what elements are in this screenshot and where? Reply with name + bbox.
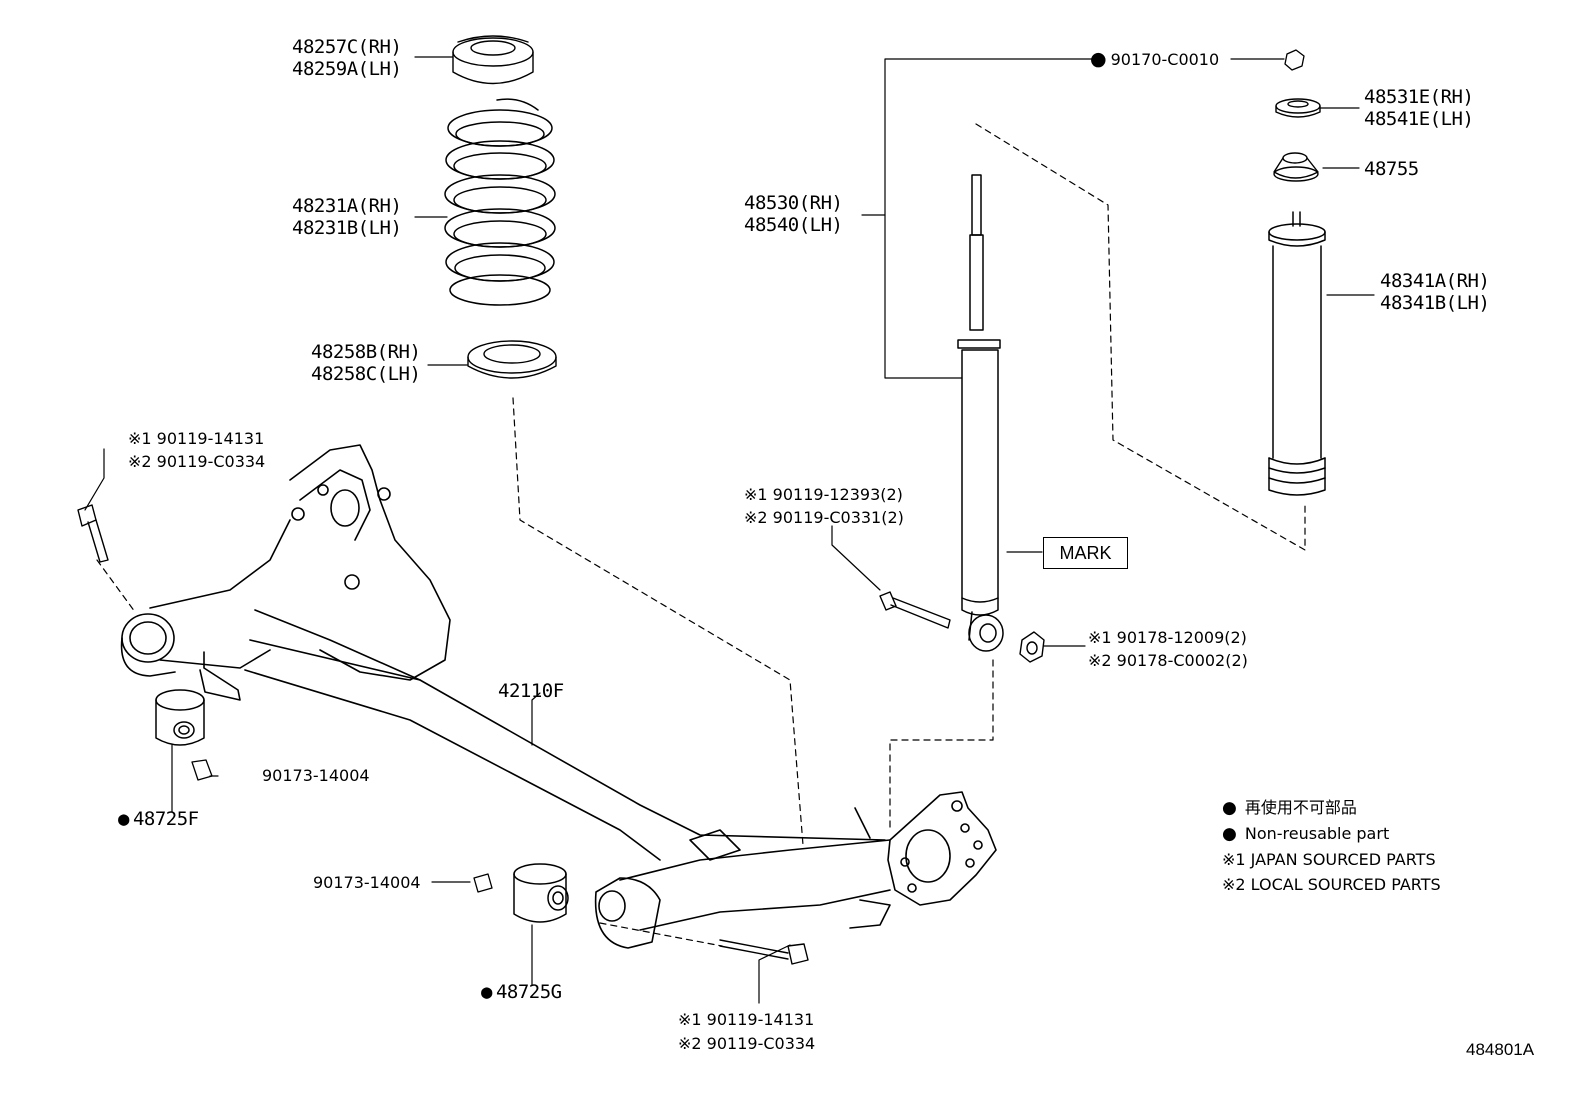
absorber-nut bbox=[1019, 631, 1045, 663]
label-line: 48341A(RH) bbox=[1380, 270, 1490, 292]
label-line: 48231A(RH) bbox=[292, 195, 402, 217]
label-lower-spring-seat: 48258B(RH) 48258C(LH) bbox=[311, 341, 421, 385]
label-beam-bolt-bottom: ※1 90119-14131 ※2 90119-C0334 bbox=[678, 1008, 815, 1056]
bush-48725g bbox=[513, 863, 569, 923]
coil-spring bbox=[444, 98, 556, 306]
figure-id: 484801A bbox=[1466, 1040, 1535, 1059]
legend-non-reusable-en: Non-reusable part bbox=[1222, 821, 1441, 847]
label-coil-spring: 48231A(RH) 48231B(LH) bbox=[292, 195, 402, 239]
label-line: ※2 90178-C0002(2) bbox=[1088, 651, 1248, 670]
label-text: 48725F bbox=[132, 808, 199, 830]
label-bumper-48341: 48341A(RH) 48341B(LH) bbox=[1380, 270, 1490, 314]
bush-48725f bbox=[155, 689, 205, 746]
legend: 再使用不可部品 Non-reusable part ※1 JAPAN SOURC… bbox=[1222, 795, 1441, 897]
beam-bolt-left bbox=[77, 504, 109, 563]
leader-lines bbox=[84, 56, 1375, 1004]
label-absorber: 48530(RH) 48540(LH) bbox=[744, 192, 843, 236]
label-line: ※2 90119-C0334 bbox=[678, 1034, 816, 1053]
legend-local-sourced: ※2 LOCAL SOURCED PARTS bbox=[1222, 875, 1441, 894]
label-line: 48231B(LH) bbox=[292, 217, 402, 239]
label-beam-bolt-left: ※1 90119-14131 ※2 90119-C0334 bbox=[128, 427, 265, 473]
label-nut-90173-lower: 90173-14004 bbox=[313, 873, 421, 892]
label-line: 48540(LH) bbox=[744, 214, 843, 236]
label-line: ※1 90178-12009(2) bbox=[1088, 628, 1247, 647]
legend-text: Non-reusable part bbox=[1244, 824, 1390, 843]
label-nut-90173-upper: 90173-14004 bbox=[262, 766, 370, 785]
nut-90170 bbox=[1284, 49, 1305, 71]
label-line: 48341B(LH) bbox=[1380, 292, 1490, 314]
cushion-48755 bbox=[1273, 152, 1319, 182]
bumper-48341 bbox=[1268, 211, 1326, 496]
label-bush-48725g: 48725G bbox=[481, 981, 562, 1003]
label-absorber-bolt: ※1 90119-12393(2) ※2 90119-C0331(2) bbox=[744, 483, 904, 529]
label-retainer-48531: 48531E(RH) 48541E(LH) bbox=[1364, 86, 1474, 130]
label-line: 48531E(RH) bbox=[1364, 86, 1474, 108]
legend-non-reusable-jp: 再使用不可部品 bbox=[1222, 795, 1441, 821]
label-cushion-48755: 48755 bbox=[1364, 158, 1419, 180]
label-line: 48257C(RH) bbox=[292, 36, 402, 58]
lower-spring-seat bbox=[467, 340, 557, 379]
nut-90173-lower bbox=[473, 873, 493, 893]
label-nut-90170: 90170-C0010 bbox=[1090, 48, 1220, 71]
absorber-bolt bbox=[879, 591, 951, 629]
label-upper-spring-seat: 48257C(RH) 48259A(LH) bbox=[292, 36, 402, 80]
label-line: ※1 90119-14131 bbox=[128, 429, 265, 448]
legend-japan-sourced: ※1 JAPAN SOURCED PARTS bbox=[1222, 850, 1436, 869]
mark-callout-box: MARK bbox=[1043, 537, 1128, 569]
label-bush-48725f: 48725F bbox=[118, 808, 199, 830]
retainer-48531 bbox=[1275, 98, 1321, 118]
label-absorber-nut: ※1 90178-12009(2) ※2 90178-C0002(2) bbox=[1088, 626, 1248, 672]
label-text: 48725G bbox=[495, 981, 562, 1003]
label-axle-beam: 42110F bbox=[498, 680, 564, 702]
rear-axle-beam bbox=[120, 444, 997, 949]
label-line: ※1 90119-12393(2) bbox=[744, 485, 903, 504]
legend-text: 再使用不可部品 bbox=[1244, 798, 1357, 817]
label-line: ※1 90119-14131 bbox=[678, 1010, 815, 1029]
shock-absorber bbox=[957, 174, 1004, 652]
beam-bolt-bottom bbox=[719, 939, 809, 965]
label-line: 48258C(LH) bbox=[311, 363, 421, 385]
nut-90173-upper bbox=[191, 759, 213, 781]
label-line: ※2 90119-C0331(2) bbox=[744, 508, 904, 527]
upper-spring-seat bbox=[452, 35, 534, 85]
label-line: 48259A(LH) bbox=[292, 58, 402, 80]
label-line: 48541E(LH) bbox=[1364, 108, 1474, 130]
label-line: 48258B(RH) bbox=[311, 341, 421, 363]
dashed-assembly-lines bbox=[96, 123, 1306, 947]
label-text: 90170-C0010 bbox=[1110, 50, 1220, 69]
label-line: ※2 90119-C0334 bbox=[128, 452, 266, 471]
label-line: 48530(RH) bbox=[744, 192, 843, 214]
